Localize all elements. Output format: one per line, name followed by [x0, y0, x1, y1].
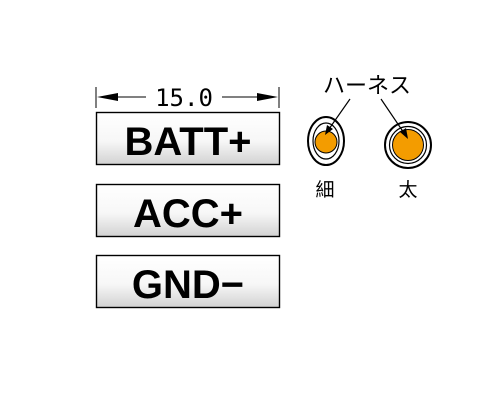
dimension-indicator: 15.0 [95, 84, 280, 112]
label-batt: BATT+ [95, 111, 281, 166]
dimension-arrow-right [257, 93, 278, 101]
label-acc-text: ACC+ [133, 192, 243, 236]
leader-line-thick [380, 98, 405, 134]
thin-wire-cross-section [307, 116, 345, 166]
label-gnd-text: GND− [132, 263, 244, 307]
leader-line-thin [328, 98, 351, 130]
thin-wire-label: 細 [315, 179, 334, 201]
leader-arrow-thin [325, 125, 333, 135]
dimension-value: 15.0 [155, 84, 213, 112]
label-batt-text: BATT+ [124, 120, 251, 164]
label-gnd: GND− [95, 254, 281, 309]
label-box-acc [95, 183, 281, 238]
label-box-gnd [95, 254, 281, 309]
harness-leader-lines [325, 98, 408, 139]
label-box-batt [95, 111, 281, 166]
thick-wire-cross-section [384, 121, 432, 169]
thick-wire-core [392, 129, 424, 161]
leader-arrow-thick [400, 128, 408, 139]
dimension-arrow-left [97, 93, 118, 101]
harness-title: ハーネス [323, 74, 411, 99]
label-acc: ACC+ [95, 183, 281, 238]
thick-wire-label: 太 [398, 179, 417, 201]
thin-wire-core [314, 130, 338, 154]
